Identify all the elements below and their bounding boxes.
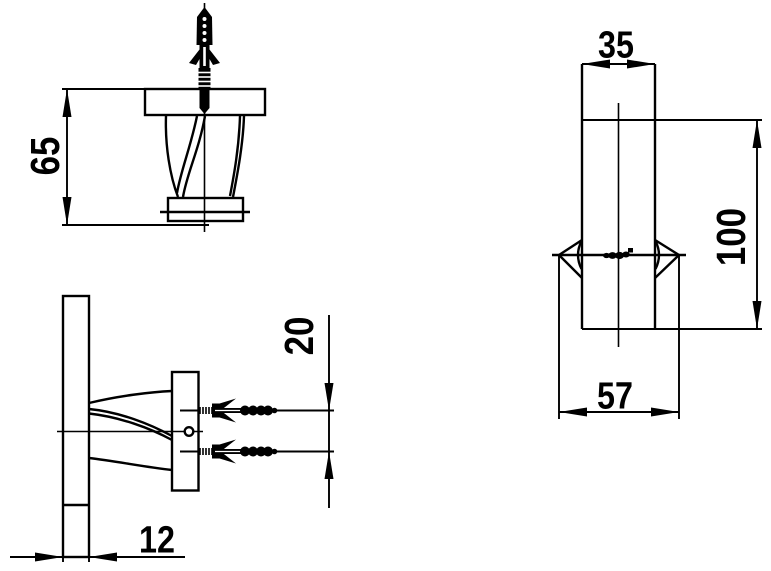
flare-diagonal — [558, 238, 583, 257]
wall-plug-screw-vertical-icon — [189, 7, 220, 114]
mounting-hole — [183, 426, 195, 438]
flare-diagonal — [558, 254, 583, 279]
hook-bar-top-view — [166, 196, 245, 223]
hook-body-curve — [181, 115, 207, 198]
flare-diagonal — [654, 254, 680, 279]
hook-bar-side-view — [61, 294, 91, 559]
flare-arc — [576, 240, 583, 270]
top-view: 65 — [23, 3, 267, 232]
dimension-100-label: 100 — [709, 208, 754, 266]
dimension-20-label: 20 — [277, 317, 322, 356]
hook-body-curve — [88, 389, 173, 405]
flare-diagonal — [654, 238, 680, 257]
hook-body-curve — [88, 407, 173, 438]
dimension-100: 100 — [709, 120, 762, 329]
dimension-35-label: 35 — [598, 24, 634, 66]
hook-body-curve — [88, 412, 173, 442]
wall-plug-screw-horizontal-icon — [180, 398, 334, 423]
flare-arc — [654, 240, 661, 270]
dimension-20: 20 — [277, 315, 334, 508]
hook-body-curve — [88, 456, 173, 472]
dimension-65-label: 65 — [23, 137, 68, 176]
dimension-12-label: 12 — [139, 519, 175, 561]
hook-body-curve — [175, 115, 199, 194]
dimension-57: 57 — [559, 375, 679, 417]
side-view: 20 12 — [10, 294, 334, 562]
dimension-65: 65 — [23, 88, 209, 226]
hook-body-curve — [228, 115, 242, 197]
front-view: 35 100 57 — [552, 24, 762, 419]
dimension-35: 35 — [582, 24, 655, 69]
dimension-57-label: 57 — [597, 375, 633, 417]
dimension-12: 12 — [10, 519, 185, 562]
screw-icon — [603, 248, 633, 260]
wall-plug-screw-horizontal-icon — [180, 439, 334, 464]
hook-body-curve — [231, 115, 246, 198]
hook-body-curve — [164, 115, 180, 198]
